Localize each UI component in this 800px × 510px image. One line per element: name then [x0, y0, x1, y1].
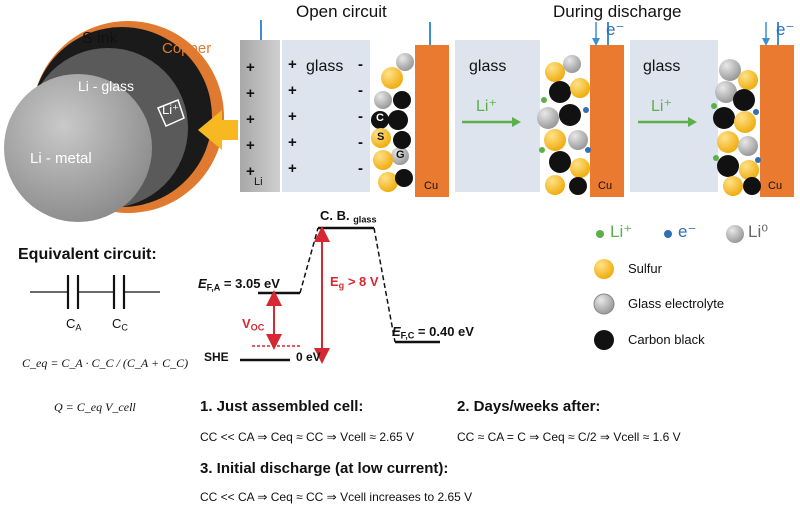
- cu-electrode: [415, 45, 449, 197]
- li-ion-arrow: [156, 99, 185, 127]
- discharge-title: During discharge: [553, 2, 682, 21]
- li-electrode: [240, 40, 280, 192]
- equivalent-circuit: [30, 275, 160, 309]
- efa-label: EF,A = 3.05 eV: [198, 276, 280, 293]
- li-plus-label-1: Li⁺: [476, 98, 497, 115]
- glass-minus-charges: - - - - -: [358, 56, 363, 177]
- legend-glass-dot: [593, 293, 615, 315]
- legend-li-plus-dot: [596, 230, 604, 238]
- li-ion-label: Li⁺: [162, 102, 179, 117]
- discharge-panel-2: [630, 22, 794, 197]
- stage1-text: CC << CA ⇒ Ceq ≈ CC ⇒ Vcell ≈ 2.65 V: [200, 430, 415, 444]
- carbon-particle-label: C: [376, 112, 384, 124]
- ca-label: CA: [66, 316, 82, 333]
- stage3-text: CC << CA ⇒ Ceq ≈ CC ⇒ Vcell increases to…: [200, 490, 473, 504]
- li-plus-charges: + + + + +: [246, 59, 255, 180]
- li-metal-label: Li - metal: [30, 150, 92, 167]
- disc-illustration: [4, 21, 238, 222]
- glass-label-2: glass: [469, 58, 507, 75]
- glass-label-1: glass: [306, 58, 344, 75]
- stage2-title: 2. Days/weeks after:: [457, 398, 601, 415]
- efc-label: EF,C = 0.40 eV: [392, 324, 474, 341]
- legend-li-zero-dot: [726, 225, 744, 243]
- glass-label-3: glass: [643, 58, 681, 75]
- zero-ev-label: 0 eV: [296, 350, 321, 364]
- stage2-text: CC ≈ CA = C ⇒ Ceq ≈ C/2 ⇒ Vcell ≈ 1.6 V: [457, 430, 681, 444]
- sulfur-particle-label: S: [377, 131, 385, 143]
- open-circuit-title: Open circuit: [296, 2, 387, 21]
- q-formula: Q = C_eq V_cell: [54, 400, 136, 414]
- cb-glass-label: C. B. glass: [320, 208, 377, 225]
- electron-label-2: e⁻: [776, 20, 795, 39]
- circuit-title: Equivalent circuit:: [18, 246, 157, 263]
- stage1-title: 1. Just assembled cell:: [200, 398, 364, 415]
- glass-electrolyte-area: [282, 40, 370, 192]
- glass-particle-label: G: [396, 149, 405, 161]
- li-metal-layer: [4, 74, 152, 222]
- glass-plus-charges: + + + + +: [288, 56, 297, 177]
- legend-sulfur-label: Sulfur: [628, 261, 662, 276]
- legend-li-plus-label: Li⁺: [610, 222, 633, 241]
- copper-label: Copper: [162, 40, 212, 57]
- s-ink-label: S ink: [82, 30, 118, 47]
- ceq-formula: C_eq = C_A · C_C / (C_A + C_C): [22, 356, 189, 370]
- legend-e-minus-dot: [664, 230, 672, 238]
- li-electrode-label: Li: [254, 176, 263, 188]
- eg-label: Eg > 8 V: [330, 274, 379, 291]
- legend-carbon-label: Carbon black: [628, 332, 705, 347]
- cc-label: CC: [112, 316, 128, 333]
- insert-arrow: [198, 110, 238, 150]
- li-plus-label-2: Li⁺: [651, 98, 672, 115]
- legend-carbon-dot: [594, 330, 614, 350]
- energy-diagram: [240, 226, 440, 364]
- open-circuit-panel: [240, 20, 449, 197]
- discharge-panel-1: [455, 22, 624, 197]
- legend-glass-label: Glass electrolyte: [628, 296, 725, 311]
- legend-li-zero-label: Li⁰: [748, 222, 769, 241]
- li-glass-label: Li - glass: [78, 78, 135, 94]
- cu-label-1: Cu: [424, 180, 439, 192]
- legend-sulfur-dot: [594, 259, 614, 279]
- stage3-title: 3. Initial discharge (at low current):: [200, 460, 449, 477]
- cu-label-3: Cu: [768, 180, 783, 192]
- legend-e-minus-label: e⁻: [678, 222, 697, 241]
- legend: [593, 225, 744, 350]
- cu-label-2: Cu: [598, 180, 613, 192]
- voc-label: VOC: [242, 316, 265, 333]
- electron-label-1: e⁻: [606, 20, 625, 39]
- she-label: SHE: [204, 350, 229, 364]
